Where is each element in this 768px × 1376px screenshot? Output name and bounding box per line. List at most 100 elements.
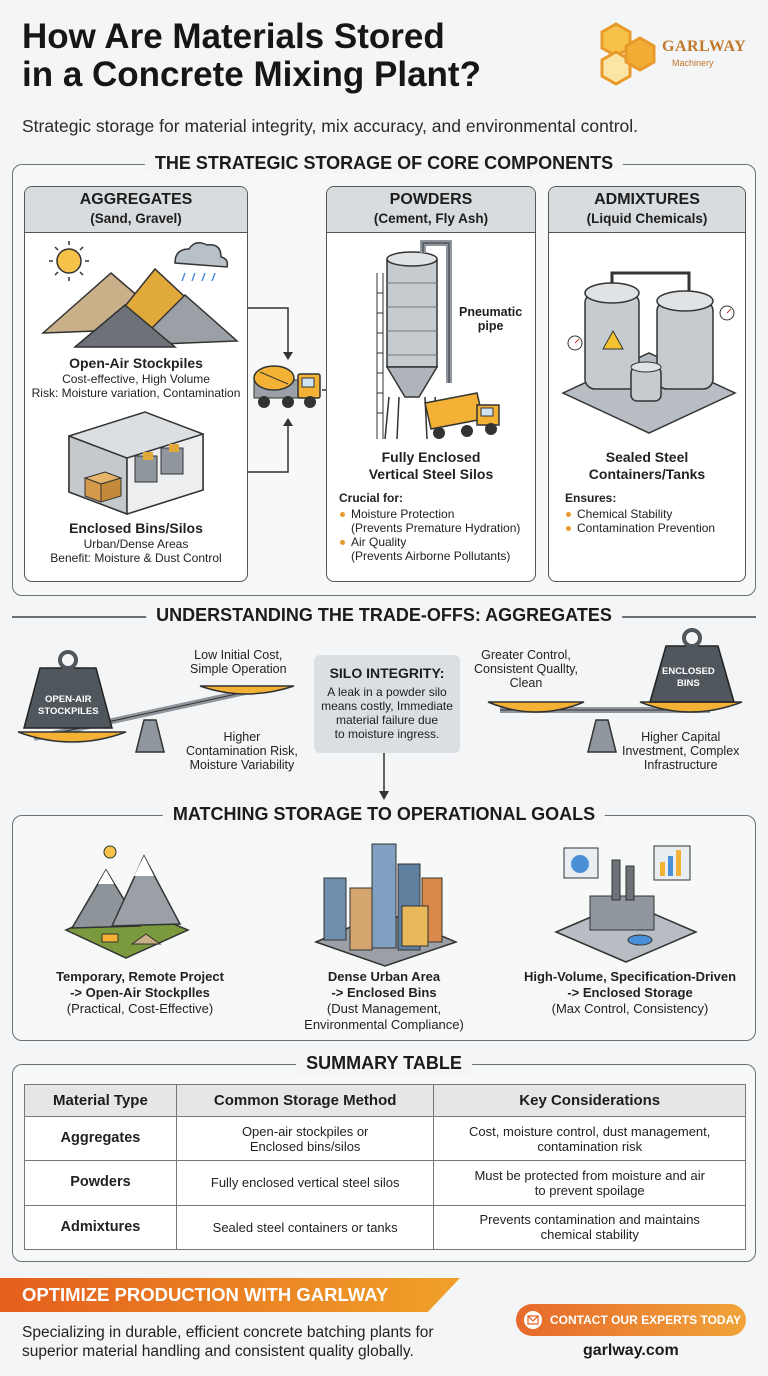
- footer-banner-text: OPTIMIZE PRODUCTION WITH GARLWAY: [22, 1284, 389, 1305]
- goal-urban-area: Dense Urban Area -> Enclosed Bins (Dust …: [294, 969, 474, 1033]
- silo-title: Fully Enclosed Vertical Steel Silos: [327, 449, 535, 483]
- down-arrow-icon: [379, 753, 389, 800]
- left-benefit-line-2: Simple Operation: [190, 662, 287, 676]
- weight-icon: [649, 645, 735, 703]
- right-benefit-line-1: Greater Control,: [481, 648, 571, 662]
- remote-mountain-illustration: [64, 845, 190, 959]
- table-cell: Sealed steel containers or tanks: [175, 1204, 435, 1251]
- table-row: Admixtures Sealed steel containers or ta…: [24, 1204, 746, 1251]
- enclosed-bins-text: Enclosed Bins/Silos Urban/Dense Areas Be…: [25, 520, 247, 565]
- right-benefit-line-3: Clean: [509, 676, 543, 690]
- goal-high-volume: High-Volume, Specification-Driven -> Enc…: [512, 969, 748, 1017]
- cell-line: to prevent spoilage: [534, 1182, 645, 1198]
- right-weight-label: ENCLOSED BINS: [662, 666, 715, 690]
- open-air-stockpiles-benefit: Cost-effective, High Volume: [62, 372, 210, 386]
- admixtures-list-lead: Ensures:: [565, 491, 617, 505]
- table-header: Common Storage Method: [175, 1084, 435, 1117]
- table-cell: Fully enclosed vertical steel silos: [175, 1160, 435, 1206]
- silo-integrity-line-1: A leak in a powder silo: [327, 685, 447, 699]
- left-drawback-text: Higher Contamination Risk, Moisture Vari…: [186, 730, 298, 772]
- website-link[interactable]: garlway.com: [583, 1342, 679, 1359]
- right-drawback-line-1: Higher Capital: [641, 730, 721, 744]
- goal-remote-detail: (Practical, Cost-Effective): [66, 1001, 214, 1016]
- cell-line: Open-air stockpiles or: [241, 1123, 369, 1139]
- cell-line: chemical stability: [540, 1227, 639, 1243]
- enclosed-bins-benefit: Benefit: Moisture & Dust Control: [50, 551, 222, 565]
- goal-urban-detail-1: (Dust Management,: [326, 1001, 442, 1016]
- summary-table: Material Type Common Storage Method Key …: [24, 1084, 746, 1251]
- goal-urban-method: -> Enclosed Bins: [331, 985, 437, 1000]
- powders-subheading: (Cement, Fly Ash): [373, 211, 489, 226]
- list-item: Contamination Prevention: [565, 521, 745, 535]
- list-item: Moisture Protection: [339, 507, 535, 521]
- admixtures-heading: ADMIXTURES: [594, 191, 700, 208]
- section-title-trade-offs: UNDERSTANDING THE TRADE-OFFS: AGGREGATES: [146, 605, 622, 626]
- warning-icon: [602, 329, 624, 350]
- mixer-truck-icon: [253, 365, 321, 408]
- silo-integrity-line-3: material failure due: [335, 713, 439, 727]
- table-cell: Cost, moisture control, dust management,…: [433, 1115, 746, 1162]
- goal-remote-method: -> Open-Air Stockplles: [70, 985, 210, 1000]
- tank-title: Sealed Steel Containers/Tanks: [549, 449, 745, 483]
- title-line-1: How Are Materials Stored: [22, 17, 445, 56]
- goal-high-volume-method: -> Enclosed Storage: [567, 985, 693, 1000]
- silo-integrity-line-4: to moisture ingress.: [334, 727, 440, 741]
- right-weight-line-1: ENCLOSED: [662, 666, 715, 677]
- enclosed-bins-use: Urban/Dense Areas: [83, 537, 189, 551]
- page-title: How Are Materials Stored in a Concrete M…: [22, 18, 582, 94]
- goal-remote-title: Temporary, Remote Project: [56, 969, 224, 984]
- box-icon: [83, 471, 123, 503]
- right-scale-illustration: [487, 628, 743, 753]
- silo-integrity-callout: SILO INTEGRITY: A leak in a powder silo …: [314, 655, 460, 753]
- weight-icon: [23, 667, 113, 729]
- title-line-2: in a Concrete Mixing Plant?: [22, 55, 481, 94]
- table-header: Key Considerations: [433, 1084, 746, 1117]
- open-air-stockpiles-title: Open-Air Stockpiles: [69, 355, 203, 371]
- contact-experts-button[interactable]: CONTACT OUR EXPERTS TODAY: [516, 1304, 746, 1336]
- admixtures-card: ADMIXTURES (Liquid Chemicals) Sealed Ste…: [548, 186, 746, 582]
- cell-line: Cost, moisture control, dust management,: [469, 1123, 711, 1139]
- left-weight-line-2: STOCKPILES: [38, 706, 99, 717]
- admixtures-subheading: (Liquid Chemicals): [586, 211, 708, 226]
- sun-icon: [103, 845, 117, 859]
- silo-integrity-line-2: means costly, Immediate: [321, 699, 453, 713]
- open-air-stockpiles-risk: Risk: Moisture variation, Contamination: [31, 386, 241, 400]
- logo-subtext: Machinery: [672, 58, 714, 68]
- footer-banner: [0, 1278, 460, 1312]
- page-subtitle: Strategic storage for material integrity…: [22, 116, 639, 136]
- mail-icon: [524, 1311, 542, 1329]
- right-drawback-line-2: Investment, Complex: [622, 744, 740, 758]
- aggregates-subheading: (Sand, Gravel): [90, 211, 182, 226]
- steel-tanks-illustration: [561, 271, 737, 434]
- silo-integrity-title: SILO INTEGRITY:: [329, 665, 445, 681]
- admixtures-benefits-list: Ensures: Chemical Stability Contaminatio…: [565, 491, 745, 535]
- goal-remote-project: Temporary, Remote Project -> Open-Air St…: [50, 969, 230, 1017]
- open-air-stockpiles-illustration: [40, 241, 239, 348]
- tank-title-line-1: Sealed Steel: [605, 449, 689, 465]
- open-air-stockpiles-text: Open-Air Stockpiles Cost-effective, High…: [25, 355, 247, 400]
- aggregates-card: AGGREGATES (Sand, Gravel) Open-Air Stock…: [24, 186, 248, 582]
- dump-truck-icon: [424, 392, 500, 439]
- garlway-logo-icon: [600, 22, 656, 86]
- pneumatic-label-line-2: pipe: [477, 319, 504, 333]
- right-drawback-text: Higher Capital Investment, Complex Infra…: [622, 730, 739, 772]
- rain-cloud-icon: [174, 242, 229, 282]
- enclosed-bins-illustration: [68, 411, 204, 516]
- cell-line: contamination risk: [537, 1138, 643, 1154]
- steel-silo-illustration: [376, 240, 500, 440]
- powders-list-lead: Crucial for:: [339, 491, 404, 505]
- silo-integrity-body: A leak in a powder silo means costly, Im…: [314, 685, 460, 741]
- right-drawback-line-3: Infrastructure: [643, 758, 718, 772]
- left-drawback-line-1: Higher: [223, 730, 261, 744]
- table-cell: Admixtures: [24, 1204, 177, 1251]
- logo-text: GARLWAY: [662, 38, 747, 55]
- left-drawback-line-2: Contamination Risk,: [186, 744, 298, 758]
- pneumatic-pipe-label: Pneumatic pipe: [459, 305, 522, 333]
- aggregates-card-header: AGGREGATES (Sand, Gravel): [25, 187, 247, 233]
- left-weight-line-1: OPEN-AIR: [45, 694, 92, 705]
- silo-title-line-1: Fully Enclosed: [381, 449, 481, 465]
